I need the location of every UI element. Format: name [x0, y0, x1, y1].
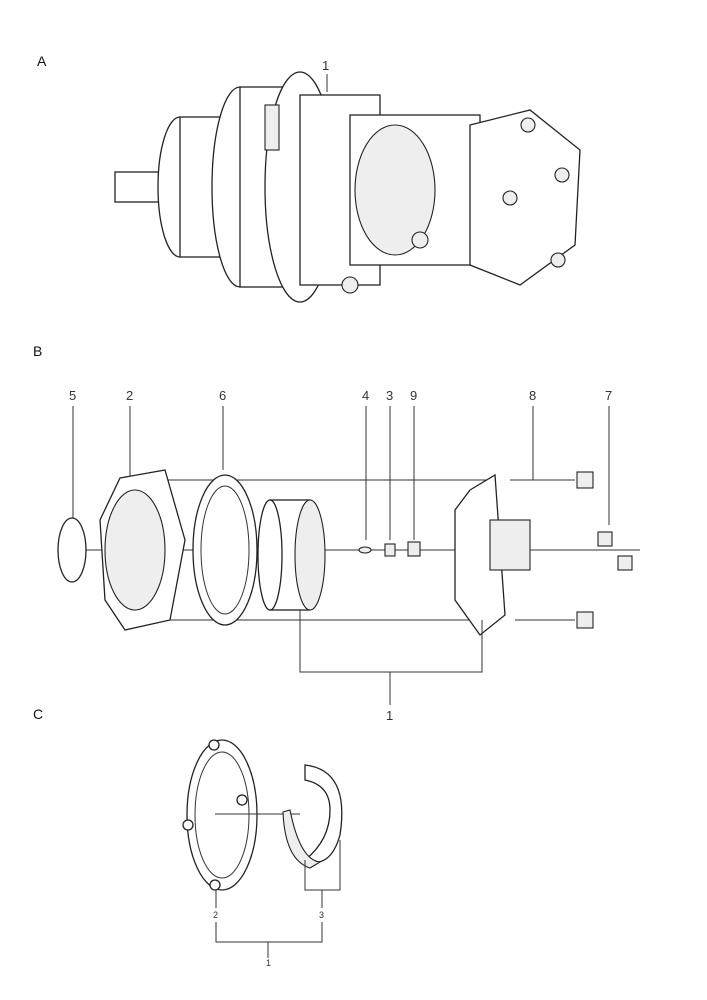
callout-b-1: 1 [386, 708, 393, 723]
section-a-label: A [37, 53, 47, 69]
callout-b-4: 4 [362, 388, 369, 403]
callout-b-8: 8 [529, 388, 536, 403]
section-b-label: B [33, 343, 42, 359]
gasket-and-shoe-detail [182, 739, 343, 958]
callout-c-3: 3 [319, 910, 324, 920]
callout-b-2: 2 [126, 388, 133, 403]
callout-c-2: 2 [213, 910, 218, 920]
callout-b-3: 3 [386, 388, 393, 403]
section-c-label: C [33, 706, 43, 722]
callout-b-7: 7 [605, 388, 612, 403]
callout-b-5: 5 [69, 388, 76, 403]
callout-b-6: 6 [219, 388, 226, 403]
exploded-view [57, 406, 640, 705]
assembled-motor [114, 71, 581, 303]
callout-b-9: 9 [410, 388, 417, 403]
callout-c-1: 1 [266, 958, 271, 968]
callout-a-1: 1 [322, 58, 329, 73]
